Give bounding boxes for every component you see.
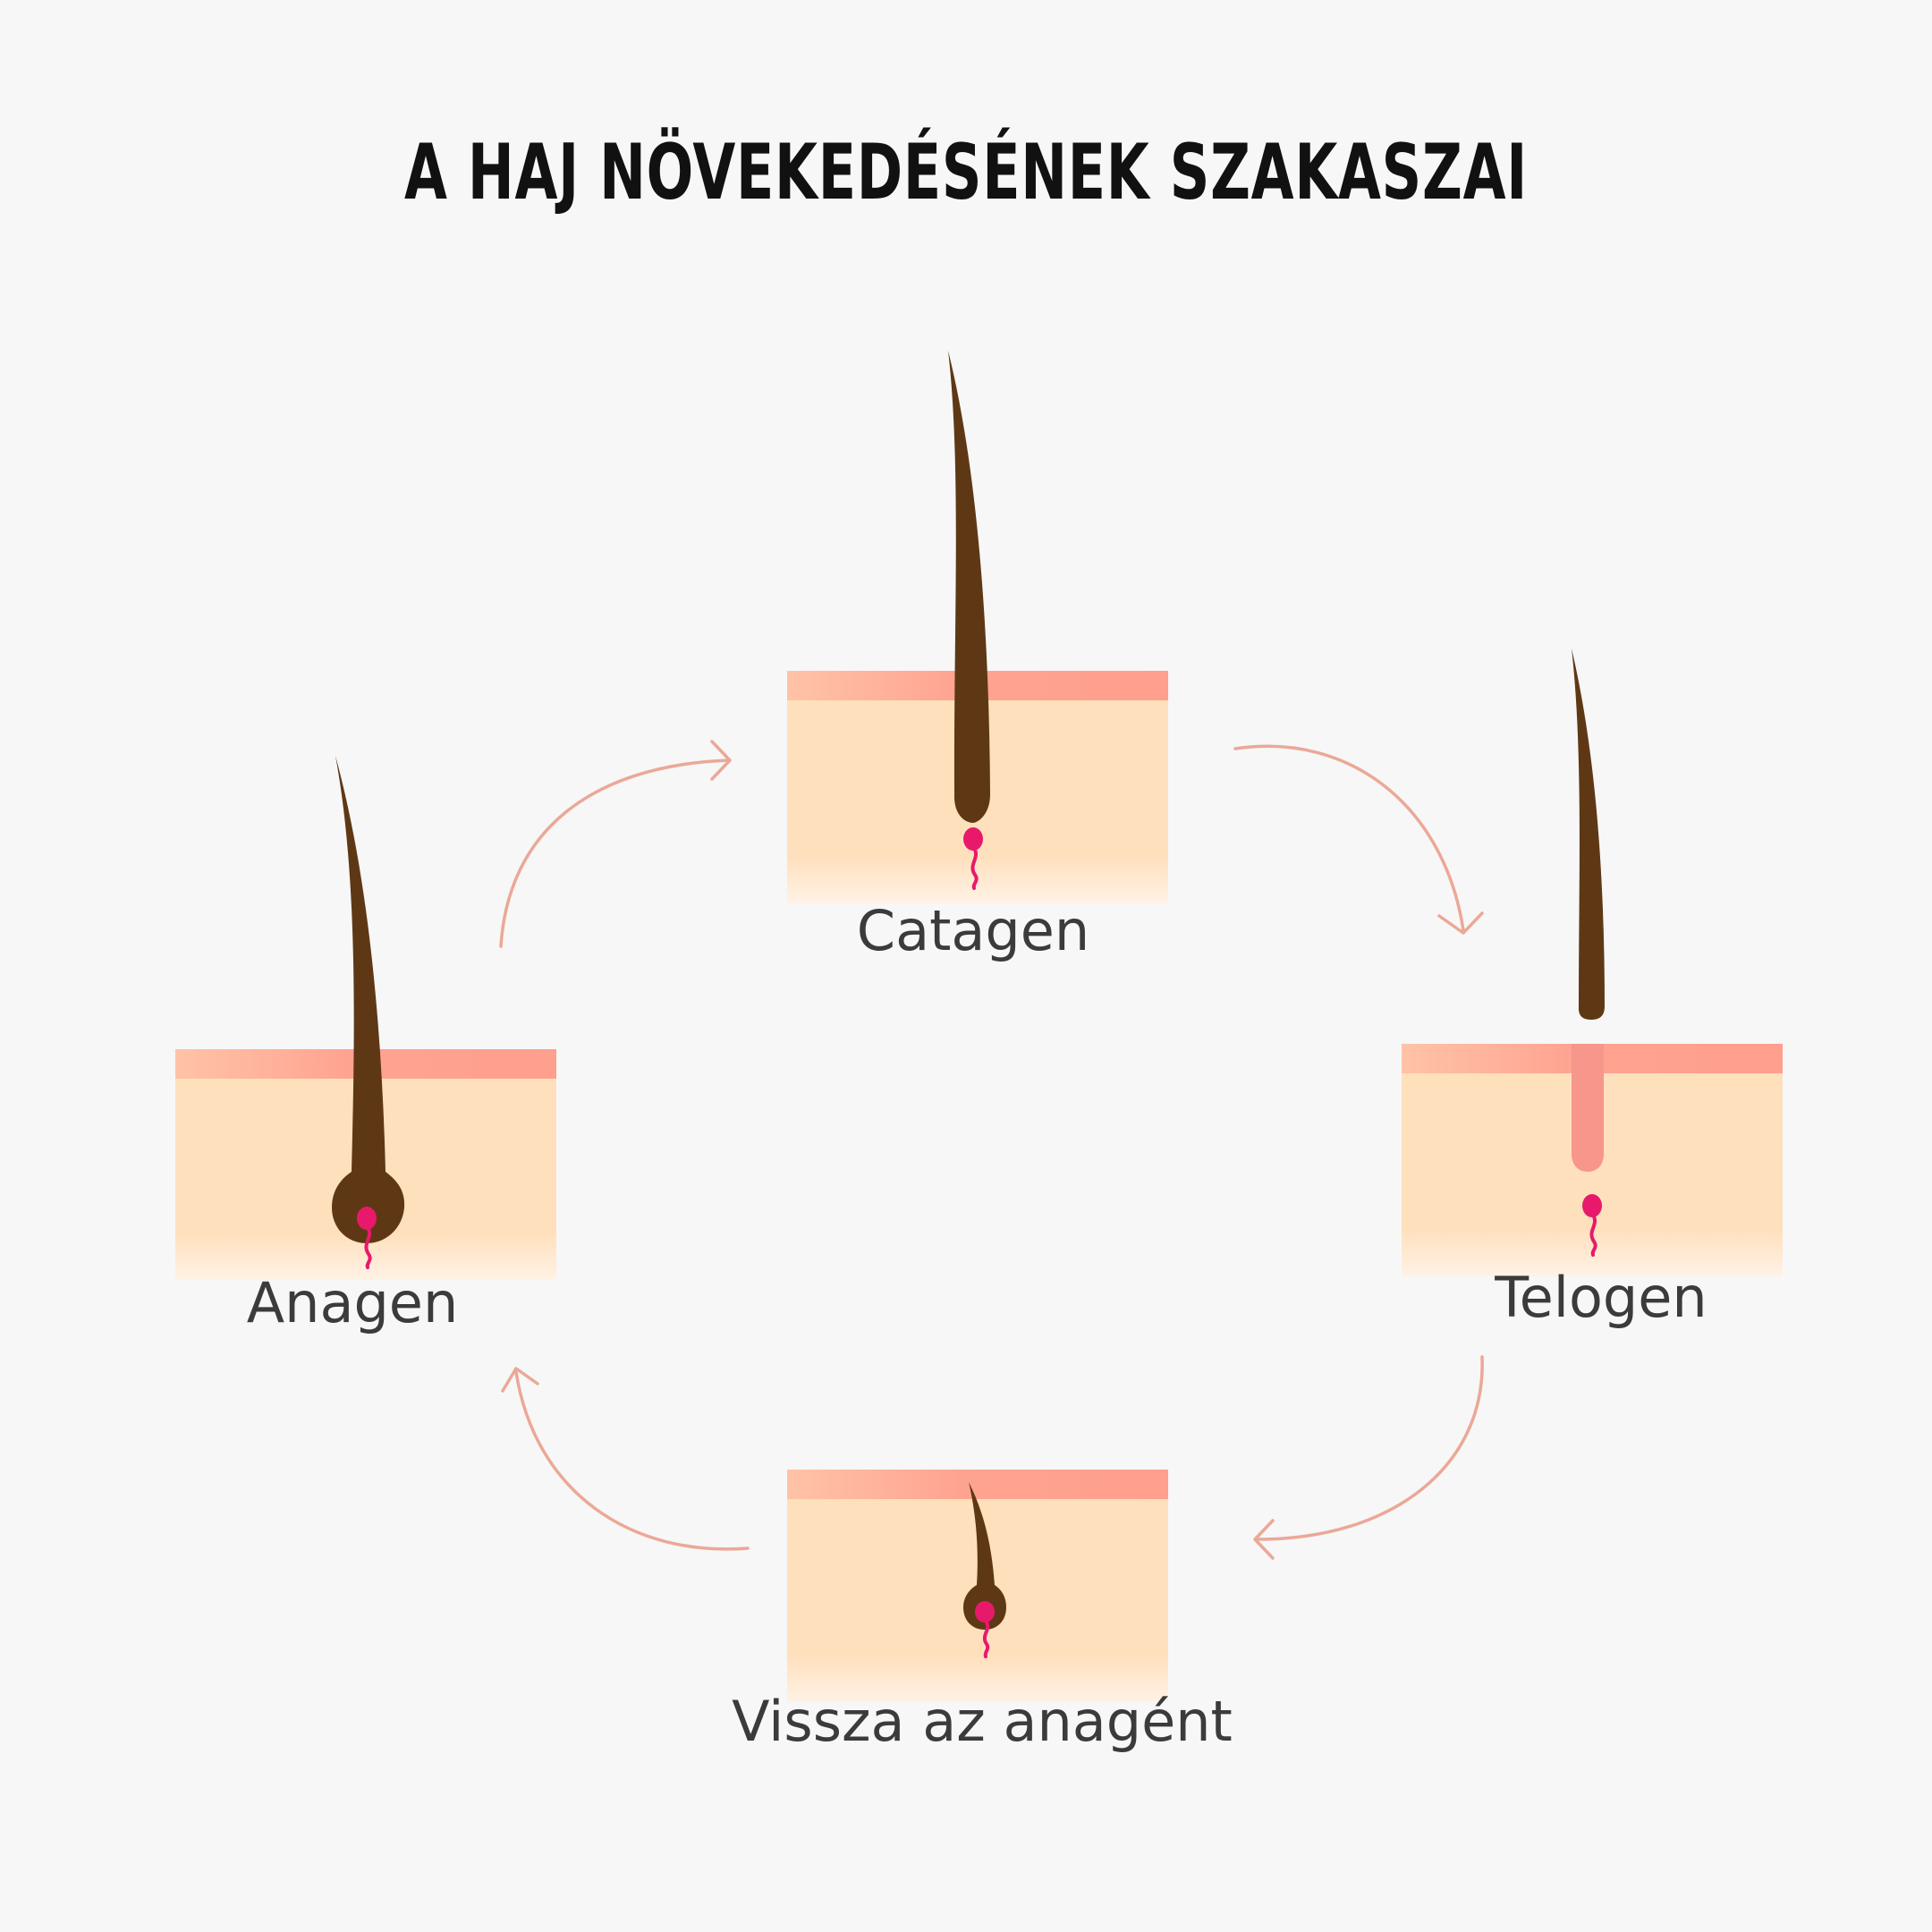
cycle-arrows	[499, 740, 1484, 1560]
stage-label-return: Vissza az anagént	[732, 1689, 1233, 1754]
dermal-papilla	[1582, 1194, 1602, 1257]
dermal-papilla	[963, 827, 983, 890]
stage-label-catagen: Catagen	[857, 898, 1089, 963]
stage-label-telogen: Telogen	[1494, 1265, 1707, 1330]
hair-strand	[963, 1482, 1006, 1630]
arrow-telogen-to-return	[1253, 1355, 1484, 1560]
hair-strand	[948, 351, 990, 823]
dermal-papilla	[357, 1207, 377, 1269]
arrow-return-to-anagen	[501, 1367, 750, 1551]
dermal-papilla	[975, 1601, 995, 1658]
hair-strand	[1572, 648, 1605, 1020]
catagen-stage: Catagen	[787, 351, 1168, 963]
page-title: A HAJ NÖVEKEDÉSÉNEK SZAKASZAI	[403, 128, 1529, 217]
telogen-stage: Telogen	[1402, 648, 1783, 1330]
empty-follicle	[1572, 1044, 1604, 1172]
stage-label-anagen: Anagen	[247, 1270, 459, 1335]
return-stage: Vissza az anagént	[732, 1470, 1233, 1754]
hair-strand	[332, 756, 405, 1243]
arrow-catagen-to-telogen	[1233, 744, 1484, 935]
skin-surface	[787, 1470, 1168, 1499]
anagen-stage: Anagen	[175, 756, 556, 1335]
arrow-anagen-to-catagen	[499, 740, 732, 948]
